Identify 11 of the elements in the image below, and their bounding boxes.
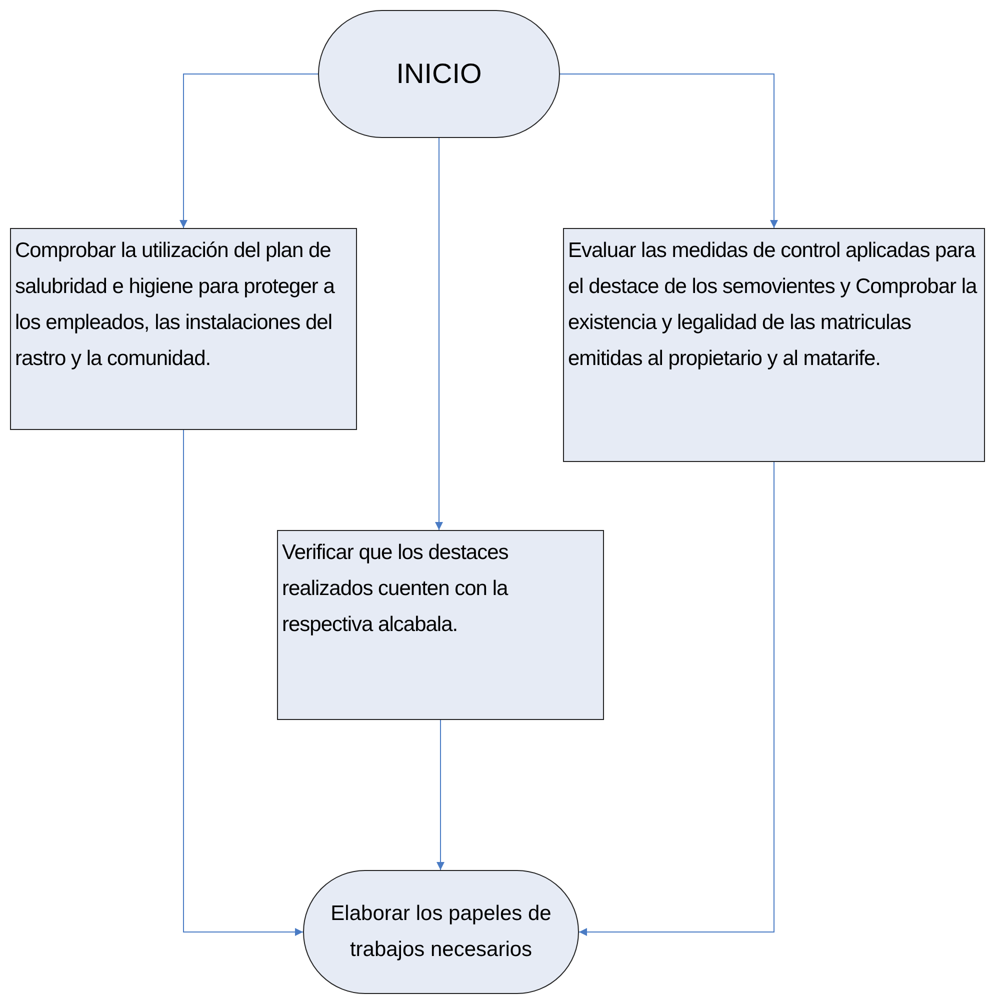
process-box: Comprobar la utilización del plan de salubridad e higiene para proteger a los empleados, las instalaciones del rastro y la comunidad. <box>10 228 357 430</box>
end-terminal: Elaborar los papeles de trabajos necesarios <box>303 870 579 994</box>
start-terminal: INICIO <box>318 10 560 138</box>
process-box: Verificar que los destaces realizados cuenten con la respectiva alcabala. <box>277 530 604 720</box>
arrow <box>560 74 778 228</box>
arrow <box>183 430 304 936</box>
arrow <box>578 462 774 936</box>
arrow <box>180 74 318 228</box>
arrow <box>435 138 443 530</box>
process-box: Evaluar las medidas de control aplicadas para el destace de los semovientes y Comprobar la existencia y legalidad de las matriculas emitidas al propietario y al matarife. <box>563 228 985 462</box>
arrow <box>436 720 444 870</box>
